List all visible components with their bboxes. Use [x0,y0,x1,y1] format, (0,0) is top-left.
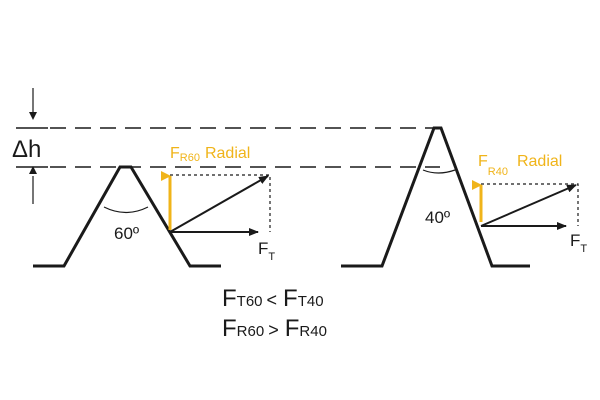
force-relations: FT60<FT40 FR60>FR40 [222,285,327,342]
left-profile-outline [33,165,221,268]
relation-radial: FR60>FR40 [222,315,327,342]
right-tangential-label: FT [570,231,587,255]
relation-tangential: FT60<FT40 [222,285,324,312]
right-force-rectangle [481,183,579,226]
delta-h-label: Δh [12,136,41,163]
left-angle-arc [103,206,149,214]
right-angle-arc [422,169,456,174]
delta-h-dimension: Δh [12,88,48,204]
right-thread-profile: 40º FR40Radial FT [341,126,587,268]
right-resultant-arrow [480,184,577,227]
left-tangential-label: FT [258,239,275,263]
left-resultant-arrow [169,175,269,233]
right-angle-label: 40º [425,208,450,227]
right-radial-label: FR40Radial [478,153,562,178]
right-profile-outline [341,126,530,268]
left-angle-label: 60º [114,224,139,243]
left-force-rectangle [170,174,271,232]
